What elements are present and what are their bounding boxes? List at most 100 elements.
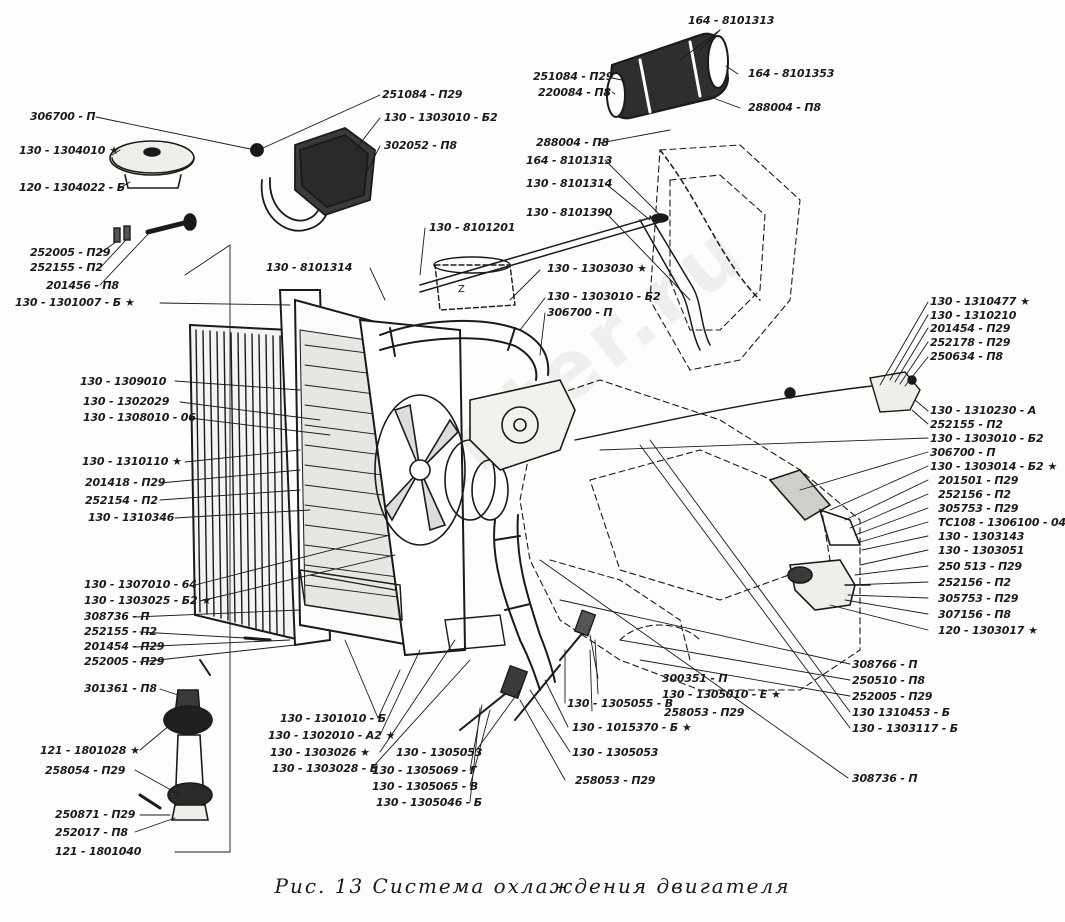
leader-lines: [95, 29, 929, 853]
part-label: 130 - 1303117 - Б: [852, 722, 958, 735]
part-label: 130 - 8101314: [526, 177, 613, 190]
part-label: 130 - 1303010 - Б2: [930, 432, 1044, 445]
part-label: 130 - 1308010 - 06: [83, 411, 196, 424]
star-marker: ★: [201, 594, 212, 607]
part-label: 130 - 1307010 - 64: [84, 578, 197, 591]
part-label: 306700 - П: [547, 306, 613, 319]
water-pump: [469, 379, 576, 471]
star-marker: ★: [360, 746, 370, 759]
part-label: 301361 - П8: [84, 682, 157, 695]
drain-cocks: [243, 609, 597, 731]
part-label: 306700 - П: [930, 446, 996, 459]
part-label: 130 - 1305055 - В: [567, 697, 673, 710]
part-label: 130 - 8101201: [429, 221, 516, 234]
part-label: 252178 - П29: [930, 336, 1011, 349]
engine-block-outline: [519, 144, 861, 691]
part-label: 164 - 8101353: [748, 67, 835, 80]
star-marker: ★: [385, 729, 396, 742]
part-label: 252155 - П2: [30, 261, 103, 274]
part-label: 130 1310453 - Б: [852, 706, 950, 719]
part-label: 252005 - П29: [30, 246, 111, 259]
part-label: 130 - 1305065 - В: [372, 780, 478, 793]
part-label: 252005 - П29: [84, 655, 165, 668]
part-label: 164 - 8101313: [688, 14, 775, 27]
part-label: 250871 - П29: [55, 808, 136, 821]
part-label: 130 - 1301010 - Б: [280, 712, 386, 725]
part-label: 130 - 1305010 - Е★: [662, 688, 781, 701]
part-label: 130 - 1303010 - Б2: [384, 111, 498, 124]
part-label: 164 - 8101313: [526, 154, 613, 167]
part-label: 130 - 1309010: [80, 375, 167, 388]
part-label: 130 - 1310477★: [930, 295, 1030, 308]
part-label: 250510 - П8: [852, 674, 925, 687]
star-marker: ★: [172, 455, 182, 468]
part-label: 121 - 1801028★: [40, 744, 140, 757]
part-label: 130 - 1305053: [396, 746, 483, 759]
part-label: 130 - 1310346: [88, 511, 175, 524]
part-label: 130 - 1310230 - А: [930, 404, 1037, 417]
part-label: 288004 - П8: [536, 136, 609, 149]
part-label: 130 - 1303143: [938, 530, 1025, 543]
part-label: 308766 - П: [852, 658, 918, 671]
part-label: 121 - 1801040: [55, 845, 142, 858]
part-label: 130 - 1304010★: [19, 144, 119, 157]
part-label: 130 - 1303051: [938, 544, 1025, 557]
lower-hose: [444, 514, 556, 691]
star-marker: ★: [1028, 624, 1038, 637]
part-label: 308736 - П: [852, 772, 918, 785]
part-label: 252154 - П2: [85, 494, 158, 507]
part-label: 258054 - П29: [45, 764, 126, 777]
thermostat-housing: Z: [433, 256, 516, 311]
star-marker: ★: [771, 688, 781, 701]
svg-text:Z: Z: [458, 284, 465, 295]
part-label: 130 - 1305046 - Б: [376, 796, 482, 809]
part-label: 130 - 1303030★: [547, 262, 647, 275]
part-label: 220084 - П8: [538, 86, 611, 99]
star-marker: ★: [681, 721, 692, 734]
star-marker: ★: [109, 144, 119, 157]
part-label: 130 - 1305069 - Г: [372, 764, 477, 777]
fan: [374, 394, 509, 546]
part-label: 258053 - П29: [575, 774, 656, 787]
figure-caption: Рис. 13 Система охлаждения двигателя: [274, 874, 791, 898]
part-label: 251084 - П29: [533, 70, 614, 83]
part-label: 252017 - П8: [55, 826, 128, 839]
star-marker: ★: [130, 744, 140, 757]
part-label: 201501 - П29: [938, 474, 1019, 487]
part-label: 252155 - П2: [84, 625, 157, 638]
part-label: 201454 - П29: [930, 322, 1011, 335]
part-label: 120 - 1303017★: [938, 624, 1038, 637]
part-label: 302052 - П8: [384, 139, 457, 152]
part-label: 250 513 - П29: [938, 560, 1022, 573]
part-label: 305753 - П29: [938, 502, 1019, 515]
part-label: 250634 - П8: [930, 350, 1003, 363]
star-marker: ★: [1047, 460, 1058, 473]
bolt-and-pins: [113, 213, 197, 243]
star-marker: ★: [124, 296, 135, 309]
part-label: 258053 - П29: [664, 706, 745, 719]
part-label: 251084 - П29: [382, 88, 463, 101]
part-label: 130 - 8101390: [526, 206, 613, 219]
part-label: 307156 - П8: [938, 608, 1011, 621]
radiator-cap: [109, 140, 195, 189]
part-label: 130 - 1303028 - Б: [272, 762, 378, 775]
part-label: 130 - 1303014 - Б2★: [930, 460, 1058, 473]
part-label: 252156 - П2: [938, 488, 1011, 501]
upper-hose: [379, 319, 550, 381]
shroud-clamp: [250, 126, 376, 232]
part-label: 252005 - П29: [852, 690, 933, 703]
star-marker: ★: [637, 262, 647, 275]
part-label: 306700 - П: [30, 110, 96, 123]
part-label: 130 - 1310210: [930, 309, 1017, 322]
part-label: 305753 - П29: [938, 592, 1019, 605]
part-label: 120 - 1304022 - Б: [19, 181, 125, 194]
part-label: 201454 - П29: [84, 640, 165, 653]
part-label: 130 - 1310110★: [82, 455, 182, 468]
part-label: 130 - 1302010 - А2★: [268, 729, 396, 742]
part-label: 288004 - П8: [748, 101, 821, 114]
part-label: 130 - 8101314: [266, 261, 353, 274]
part-label: 201418 - П29: [85, 476, 166, 489]
heater-tap-assembly: [768, 469, 871, 611]
